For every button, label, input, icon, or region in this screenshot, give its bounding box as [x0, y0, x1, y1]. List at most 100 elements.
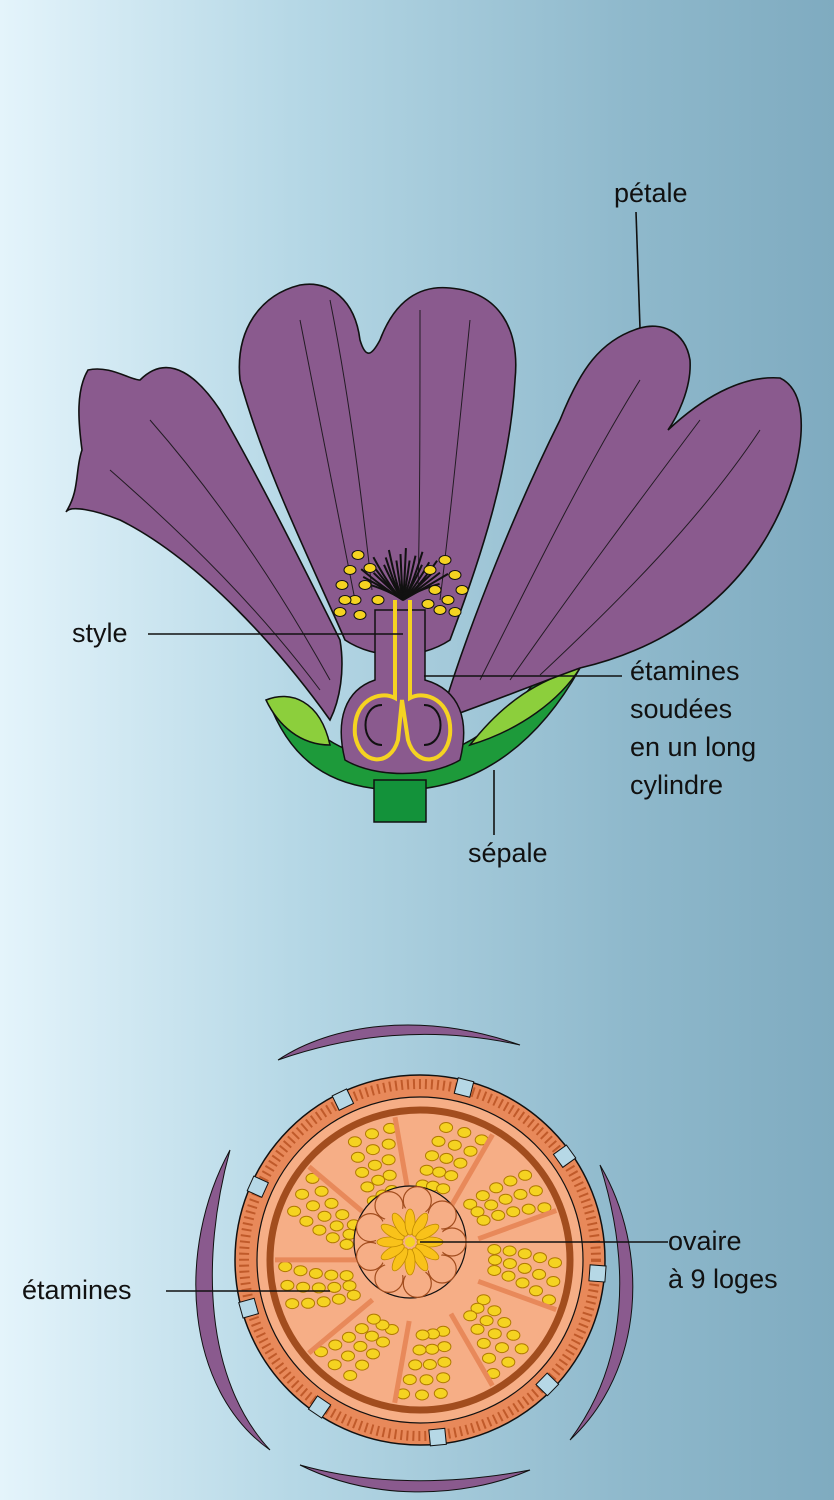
anther-dot — [341, 1331, 356, 1343]
petal-right — [438, 325, 803, 722]
sector-divider — [477, 1278, 558, 1313]
anther-dot — [487, 1305, 502, 1317]
anther-dot — [470, 1302, 485, 1314]
anther-dot — [280, 1279, 295, 1291]
anther — [363, 563, 377, 573]
anther-dot — [436, 1183, 451, 1195]
stamen-anthers-section — [275, 1116, 562, 1404]
anther-dot — [437, 1341, 452, 1353]
anther-dot — [343, 1370, 358, 1381]
anther-dot — [528, 1185, 543, 1197]
anther-dot — [365, 1144, 380, 1156]
anther-dot — [425, 1150, 439, 1162]
anther-dot — [354, 1323, 369, 1335]
anther-dot — [366, 1313, 381, 1325]
label-petal: pétale — [614, 178, 688, 208]
anther — [353, 610, 367, 620]
anther-dot — [489, 1182, 504, 1194]
filament — [402, 582, 440, 601]
anther-dot — [503, 1175, 518, 1187]
anther-dot — [457, 1127, 472, 1138]
ring-notch — [552, 1144, 577, 1169]
anther-dot — [529, 1285, 543, 1297]
label-ovary-line2: à 9 loges — [668, 1264, 778, 1294]
ring-notch — [307, 1395, 332, 1419]
stem — [373, 779, 427, 823]
anther-dot — [350, 1151, 365, 1163]
anther-dot — [463, 1310, 478, 1322]
anther — [455, 585, 469, 595]
anther-dot — [517, 1262, 532, 1274]
anther-dot — [339, 1270, 354, 1282]
anther-dot — [371, 1174, 386, 1186]
anther — [448, 607, 462, 617]
anther — [421, 599, 435, 609]
anther-dot — [308, 1268, 323, 1279]
anther — [335, 580, 349, 590]
anther-dot — [408, 1359, 423, 1371]
crescent-top — [277, 1024, 521, 1061]
anther-dot — [305, 1172, 320, 1184]
label-stamens-line4: cylindre — [630, 770, 724, 800]
anther-dot — [419, 1164, 434, 1176]
ring-notch — [453, 1077, 475, 1098]
ovary-locule — [415, 1243, 440, 1261]
anther-dot — [488, 1254, 502, 1266]
anther — [351, 550, 365, 560]
anther-dot — [415, 1389, 429, 1401]
anther-dot — [463, 1198, 478, 1210]
anther-dot — [513, 1188, 528, 1200]
ovary-locule — [411, 1212, 429, 1237]
locule-left — [364, 704, 383, 746]
label-stamens-line2: soudées — [630, 694, 733, 724]
anther-dot — [521, 1203, 536, 1215]
label-style: style — [72, 618, 128, 648]
anther — [448, 570, 462, 580]
anther-dot — [342, 1280, 357, 1292]
ring-notches — [238, 1077, 607, 1447]
anther-dot — [329, 1220, 344, 1232]
anther-dot — [331, 1293, 346, 1305]
anther-dot — [299, 1215, 314, 1227]
anther-dot — [475, 1190, 490, 1202]
ovary-locule — [411, 1247, 429, 1272]
anther-dot — [314, 1346, 328, 1358]
anther-dot — [502, 1245, 517, 1257]
ovary-locule — [380, 1223, 405, 1241]
anther-dot — [432, 1166, 447, 1178]
anther-dot — [497, 1317, 512, 1328]
sector-divider — [448, 1312, 495, 1387]
label-ovary: ovaire à 9 loges — [668, 1222, 778, 1298]
crescent-bottom — [299, 1464, 531, 1493]
anther-dot — [444, 1170, 459, 1182]
sector-divider — [307, 1164, 375, 1223]
anther — [358, 580, 372, 590]
anther-dot — [439, 1122, 454, 1133]
anther-dot — [355, 1166, 370, 1178]
anther-dot — [295, 1188, 310, 1200]
anther-dot — [412, 1344, 427, 1356]
anther-dot — [293, 1265, 308, 1277]
anther — [371, 595, 385, 605]
outer-ring-hatch — [239, 1079, 601, 1441]
anther-dot — [325, 1232, 340, 1244]
anther-dot — [487, 1265, 502, 1276]
anther-dot — [327, 1281, 342, 1293]
anther-dot — [402, 1374, 417, 1386]
anther — [433, 605, 447, 615]
anther-dot — [501, 1356, 516, 1368]
ring-notch — [331, 1088, 355, 1111]
anther-dot — [495, 1342, 509, 1354]
anther-dot — [433, 1387, 448, 1399]
leader-petal — [635, 211, 641, 329]
anther-dot — [437, 1356, 452, 1368]
anther-dot — [532, 1268, 547, 1280]
crescent-right — [569, 1164, 634, 1441]
ring-notch — [588, 1264, 607, 1283]
anther-dot — [476, 1294, 491, 1306]
anther-dot — [306, 1200, 320, 1212]
anther-dot — [360, 1181, 375, 1193]
anther-dot — [328, 1339, 343, 1351]
